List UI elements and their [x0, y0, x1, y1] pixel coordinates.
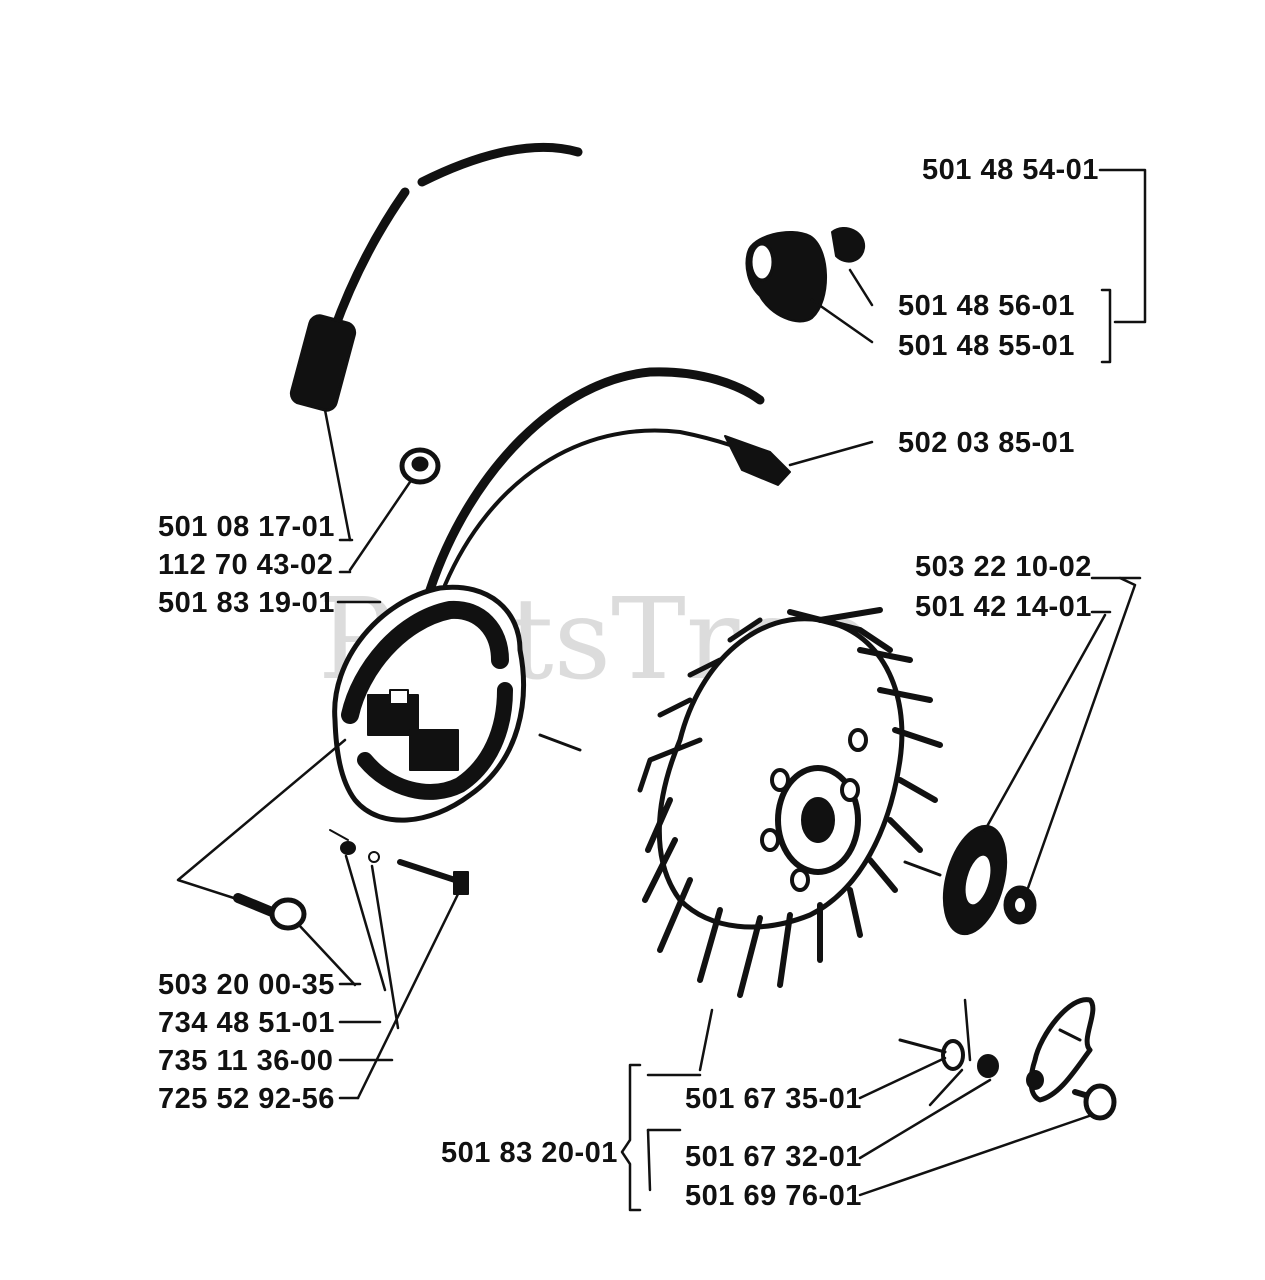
ignition-lead-thin	[443, 428, 732, 587]
washer-leader	[983, 613, 1107, 832]
lead-boot-cylinder	[289, 314, 357, 412]
label-112-70-43-02: 112 70 43-02	[158, 549, 334, 581]
label-501-83-20-01: 501 83 20-01	[441, 1137, 618, 1169]
label-501-83-19-01: 501 83 19-01	[158, 587, 335, 619]
pawl-spring	[963, 998, 972, 1062]
washer-a	[340, 841, 356, 855]
label-725-52-92-56: 725 52 92-56	[158, 1083, 335, 1115]
label-501-48-56-01: 501 48 56-01	[898, 290, 1075, 322]
spark-cap	[724, 435, 791, 486]
label-501-69-76-01: 501 69 76-01	[685, 1180, 862, 1212]
nut-leader	[1026, 576, 1137, 890]
label-503-20-00-35: 503 20 00-35	[158, 969, 335, 1001]
washer-b	[368, 851, 380, 863]
pawl	[1028, 997, 1096, 1103]
label-503-22-10-02: 503 22 10-02	[915, 551, 1092, 583]
label-502-03-85-01: 502 03 85-01	[898, 427, 1075, 459]
label-501-48-55-01: 501 48 55-01	[898, 330, 1075, 362]
pawl-bush	[977, 1054, 999, 1078]
ignition-lead-long	[425, 367, 765, 595]
ignition-lead-upper	[417, 142, 583, 187]
label-501-67-32-01: 501 67 32-01	[685, 1141, 862, 1173]
flywheel	[637, 607, 943, 1072]
label-734-48-51-01: 734 48 51-01	[158, 1007, 335, 1039]
label-735-11-36-00: 735 11 36-00	[158, 1045, 334, 1077]
label-501-48-54-01: 501 48 54-01	[922, 154, 1099, 186]
connector-leader-a	[848, 268, 874, 307]
long-screw	[397, 859, 458, 883]
lead-boot-leader	[323, 408, 352, 542]
connector-leader-b	[810, 298, 874, 344]
pawl-washer	[941, 1039, 965, 1071]
connector-nub	[831, 227, 866, 263]
label-501-08-17-01: 501 08 17-01	[158, 511, 335, 543]
module-leader	[176, 738, 347, 902]
label-501-42-14-01: 501 42 14-01	[915, 591, 1092, 623]
module-bolt	[233, 893, 277, 917]
ignition-lead-mid	[329, 187, 410, 335]
grommet-leader	[348, 480, 412, 572]
label-501-67-35-01: 501 67 35-01	[685, 1083, 862, 1115]
